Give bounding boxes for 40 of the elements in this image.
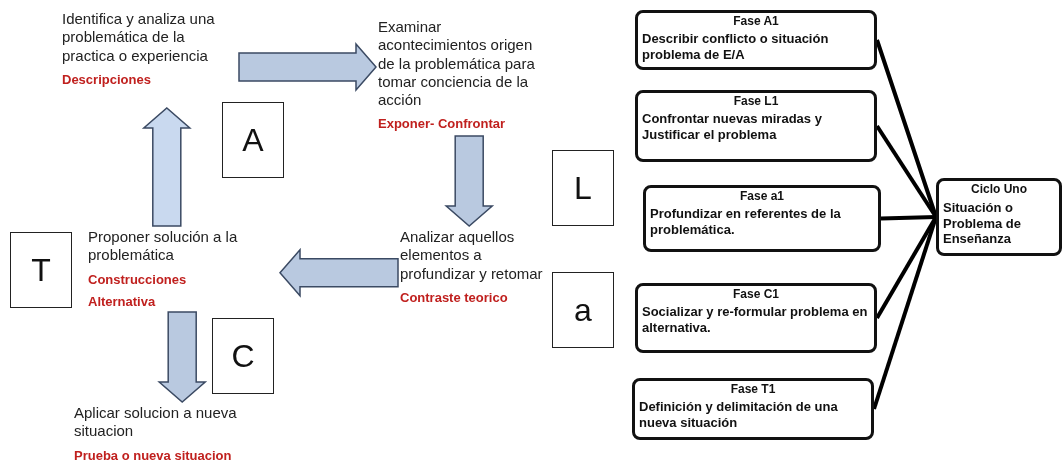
phase-description: Definición y delimitación de una nueva situación (639, 399, 839, 431)
phase-title: Fase C1 (732, 287, 780, 301)
step-description: Proponer solución a la problemática (88, 228, 239, 265)
block-arrow (141, 107, 192, 227)
step-keyword: Contraste teorico (400, 289, 509, 305)
letter-box: T (10, 232, 72, 308)
letter-box: A (222, 102, 284, 178)
phase-title: Fase T1 (729, 382, 777, 396)
letter-box: L (552, 150, 614, 226)
phase-description: Describir conflicto o situación problema de E/A (642, 31, 830, 63)
step-keyword: Alternativa (88, 293, 157, 309)
block-arrow (444, 135, 495, 227)
step-keyword: Exponer- Confrontar (378, 116, 507, 132)
step-keyword: Construcciones (88, 271, 188, 287)
phase-description: Profundizar en referentes de la problemática. (650, 206, 842, 238)
phase-box (635, 10, 877, 70)
phase-box (936, 178, 1062, 256)
phase-box (643, 185, 881, 252)
letter-box: a (552, 272, 614, 348)
letter-box: C (212, 318, 274, 394)
step-description: Examinar acontecimientos origen de la problemática para tomar conciencia de la acción (378, 18, 536, 110)
block-arrow (157, 311, 208, 403)
phase-title: Fase A1 (732, 14, 780, 28)
phase-description: Confrontar nuevas miradas y Justificar el problema (642, 111, 823, 143)
step-description: Aplicar solucion a nueva situacion (74, 404, 238, 441)
phase-description: Situación o Problema de Enseñanza (943, 200, 1023, 247)
block-arrow (238, 42, 377, 92)
step-description: Identifica y analiza una problemática de la practica o experiencia (62, 10, 216, 65)
phase-box (635, 283, 877, 353)
step-keyword: Descripciones (62, 71, 152, 87)
step-description: Analizar aquellos elementos a profundizar y retomar (400, 228, 544, 283)
phase-title: Fase L1 (732, 94, 780, 108)
phase-box (632, 378, 874, 440)
step-keyword: Prueba o nueva situacion (74, 447, 233, 463)
phase-description: Socializar y re-formular problema en alternativa. (642, 304, 869, 336)
phase-title: Ciclo Uno (970, 182, 1028, 196)
block-arrow (279, 247, 399, 298)
connector-line (880, 215, 937, 221)
phase-title: Fase a1 (738, 189, 785, 203)
phase-box (635, 90, 877, 162)
